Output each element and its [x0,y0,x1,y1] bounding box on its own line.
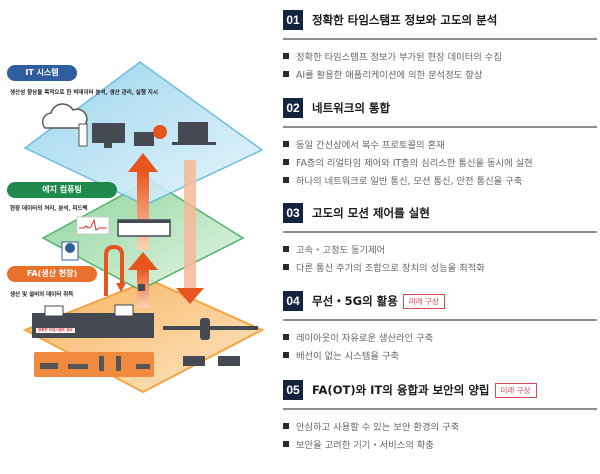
list-item: 안심하고 사용할 수 있는 보안 환경의 구축 [283,417,597,435]
cloud-icon [41,103,88,129]
item-text: AI를 활용한 애플리케이션에 의한 분석정도 향상 [296,69,483,81]
bullet-square-icon [283,333,289,340]
bullet-square-icon [283,52,289,59]
item-text: FA층의 리얼타임 제어와 IT층의 심리스한 통신을 동시에 실현 [296,157,533,169]
item-text: 레이아웃이 자유로운 생산라인 구축 [296,332,434,344]
section-title: 무선・5G의 활용 [312,294,398,308]
monitor-icon [92,123,125,148]
bullet-square-icon [283,245,289,252]
bullet-square-icon [283,158,289,165]
list-item: 고속・고정도 동기제어 [283,240,597,258]
layer-diagram-graphic [22,61,265,394]
fa-field-caption: 생산 및 설비의 데이터 취득 [10,292,74,298]
ai-badge: AI [66,253,71,258]
list-item: 하나의 네트워크로 일반 통신, 모션 통신, 안전 통신을 구축 [283,171,597,189]
bullet-square-icon [283,440,289,447]
edge-computing-caption: 현장 데이터의 처리, 분석, 피드백 [10,206,88,212]
section-number: 02 [283,98,303,118]
laptop-icon [172,122,216,145]
divider [283,38,597,40]
it-system-caption: 생산성 향상을 목적으로 한 빅데이터 분석, 생산 관리, 실행 지시 [10,90,158,96]
section-number: 01 [283,10,303,30]
bullet-square-icon [283,140,289,147]
item-text: 정확한 타임스탬프 정보가 부가된 현장 데이터의 수집 [296,51,502,63]
item-text: 보안을 고려한 기기・서비스의 확충 [296,439,434,451]
future-plan-badge: 미래 구상 [402,293,445,309]
item-text: 안심하고 사용할 수 있는 보안 환경의 구축 [296,421,460,433]
section-03: 03 고도의 모션 제어를 실현 고속・고정도 동기제어 다른 통신 주기의 조합… [283,203,597,276]
future-plan-badge: 미래 구상 [494,382,537,398]
production-line-icon [32,304,154,338]
item-text: 다른 통신 주기의 조합으로 장치의 성능을 최적화 [296,262,485,274]
item-text: 고속・고정도 동기제어 [296,244,386,256]
section-title: 정확한 타임스탬프 정보와 고도의 분석 [312,13,498,27]
list-item: 배선이 없는 시스템을 구축 [283,346,597,364]
list-item: AI를 활용한 애플리케이션에 의한 분석정도 향상 [283,65,597,83]
server-icon [78,123,88,147]
section-number: 05 [283,380,303,400]
item-text: 배선이 없는 시스템을 구축 [296,350,399,362]
network-devices-panel [34,352,154,377]
fa-field-label: FA(생산 현장) [7,266,97,282]
item-text: 동일 간선상에서 복수 프로토콜의 혼재 [296,139,445,151]
bullet-square-icon [283,176,289,183]
lock-icon [138,284,145,291]
ai-brain-icon [61,241,79,261]
divider [283,231,597,233]
divider [283,319,597,321]
list-item: 레이아웃이 자유로운 생산라인 구축 [283,328,597,346]
list-item: FA층의 리얼타임 제어와 IT층의 심리스한 통신을 동시에 실현 [283,153,597,171]
bullet-square-icon [283,351,289,358]
divider [283,126,597,128]
section-number: 04 [283,291,303,311]
section-number: 03 [283,203,303,223]
section-01: 01 정확한 타임스탬프 정보와 고도의 분석 정확한 타임스탬프 정보가 부가된… [283,10,597,83]
dashboard-window-icon [117,219,171,237]
section-05: 05 FA(OT)와 IT의 융합과 보안의 양립 미래 구상 안심하고 사용할 수… [283,380,597,453]
section-title: 고도의 모션 제어를 실현 [312,206,430,220]
section-02: 02 네트워크의 통합 동일 간선상에서 복수 프로토콜의 혼재 FA층의 리얼타… [283,98,597,189]
section-title: 네트워크의 통합 [312,101,391,115]
layer-diagram: IT 시스템 생산성 향상을 목적으로 한 빅데이터 분석, 생산 관리, 실행… [0,0,280,470]
list-item: 정확한 타임스탬프 정보가 부가된 현장 데이터의 수집 [283,47,597,65]
bullet-square-icon [283,70,289,77]
robot-conveyor-icon [163,318,258,340]
edge-computing-label: 에지 컴퓨팅 [7,182,117,198]
waveform-chart-icon [76,216,110,235]
timestamp-tag: 정확한 타임스탬프 정보 [36,328,75,333]
agv-icon [183,356,240,366]
list-item: 동일 간선상에서 복수 프로토콜의 혼재 [283,135,597,153]
section-04: 04 무선・5G의 활용 미래 구상 레이아웃이 자유로운 생산라인 구축 배선이 … [283,291,597,364]
section-title: FA(OT)와 IT의 융합과 보안의 양립 [312,383,490,397]
item-text: 하나의 네트워크로 일반 통신, 모션 통신, 안전 통신을 구축 [296,175,523,187]
downward-arrow-icon [176,160,204,304]
divider [283,408,597,410]
list-item: 보안을 고려한 기기・서비스의 확충 [283,435,597,453]
it-system-label: IT 시스템 [7,65,77,81]
firewall-icon [134,125,167,146]
bullet-square-icon [283,263,289,270]
list-item: 다른 통신 주기의 조합으로 장치의 성능을 최적화 [283,258,597,276]
feedback-arrow-icon [104,244,124,296]
bullet-square-icon [283,422,289,429]
